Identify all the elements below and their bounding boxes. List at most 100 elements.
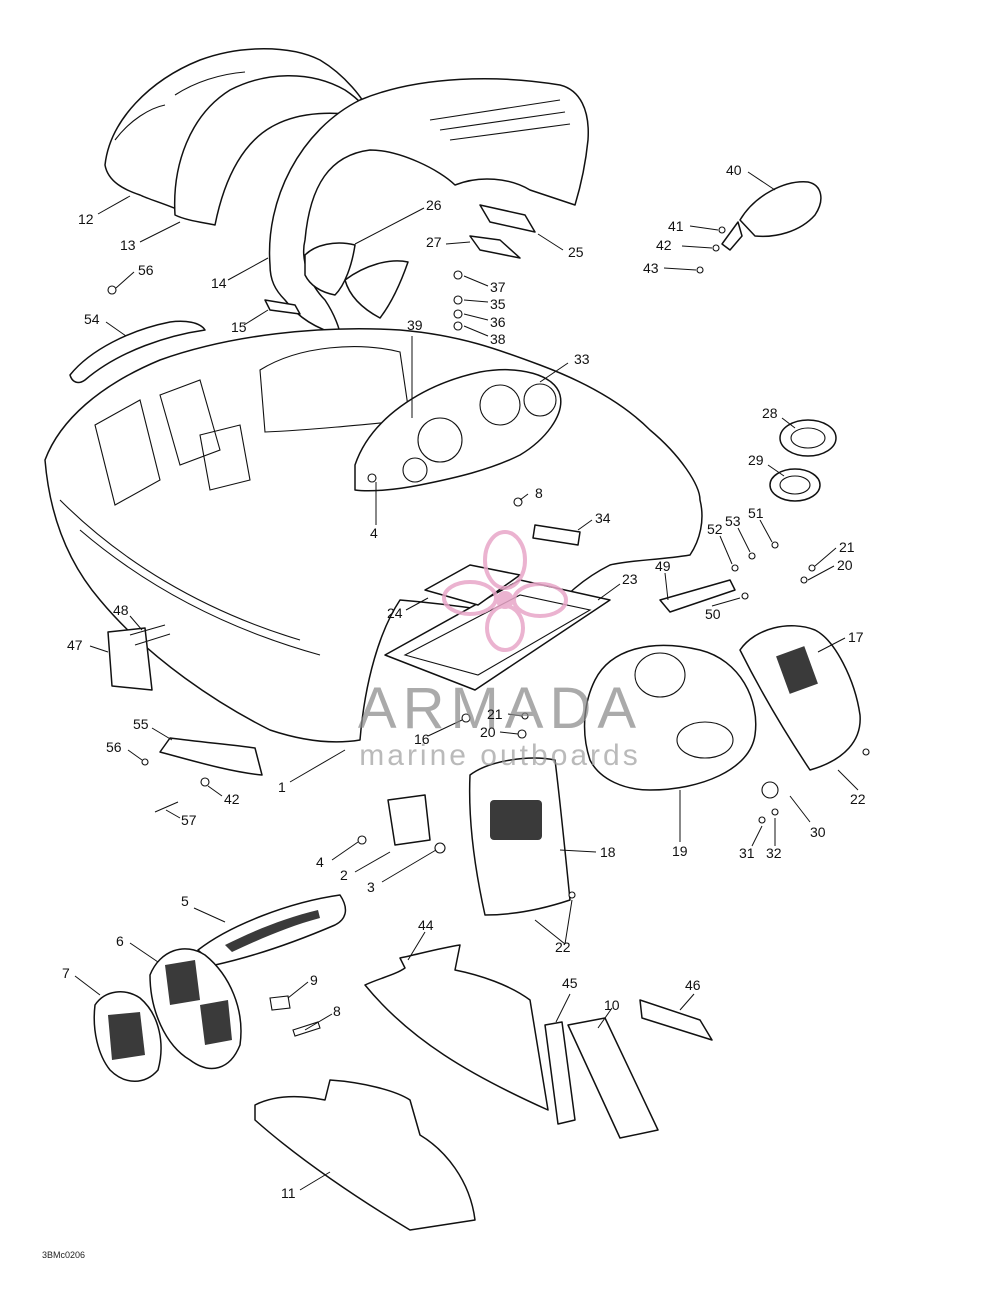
part-22-plug-left xyxy=(568,891,576,899)
callout-9: 9 xyxy=(310,972,318,988)
leader-53 xyxy=(737,527,751,553)
callout-13: 13 xyxy=(120,237,136,253)
part-9-clip xyxy=(269,995,291,1011)
callout-29: 29 xyxy=(748,452,764,468)
leader-34 xyxy=(577,519,593,531)
part-34-strip xyxy=(532,524,581,546)
part-4-washer xyxy=(357,835,367,845)
part-33-gauge-2 xyxy=(479,384,521,426)
callout-5: 5 xyxy=(181,893,189,909)
callout-22: 22 xyxy=(850,791,866,807)
leader-10 xyxy=(597,1007,613,1029)
leader-55 xyxy=(151,727,173,741)
callout-18: 18 xyxy=(600,844,616,860)
leader-22b xyxy=(534,919,566,945)
callout-33: 33 xyxy=(574,351,590,367)
leader-52 xyxy=(719,535,733,565)
part-19-upper-port xyxy=(634,652,686,698)
leader-21a xyxy=(814,547,837,567)
leader-30 xyxy=(789,795,811,823)
callout-20: 20 xyxy=(837,557,853,573)
drawing-code: 3BMc0206 xyxy=(42,1250,85,1260)
part-4-nut-upper xyxy=(367,473,377,483)
part-27-clip xyxy=(469,235,521,259)
callout-24: 24 xyxy=(387,605,403,621)
leader-37 xyxy=(463,275,489,287)
part-33-gauge-1 xyxy=(417,417,463,463)
leader-4a xyxy=(331,841,359,861)
leader-27 xyxy=(445,241,471,245)
callout-56: 56 xyxy=(138,262,154,278)
callout-57: 57 xyxy=(181,812,197,828)
part-52-washer xyxy=(731,564,739,572)
part-36-washer xyxy=(453,309,463,319)
leader-41 xyxy=(689,225,719,231)
callout-11: 11 xyxy=(281,1185,296,1201)
leader-47 xyxy=(89,645,109,653)
leader-56b xyxy=(127,749,143,761)
leader-51 xyxy=(759,519,773,543)
part-38-nut xyxy=(453,321,463,331)
part-49-bracket xyxy=(659,579,736,613)
part-3-washer xyxy=(434,842,446,854)
leader-31 xyxy=(751,825,763,847)
leader-lines xyxy=(74,171,859,1191)
part-2-plate xyxy=(387,794,431,846)
part-44-seal xyxy=(364,944,549,1111)
part-20-washer-right xyxy=(800,576,808,584)
part-56-nut-lower xyxy=(141,758,149,766)
leader-22a xyxy=(837,769,859,791)
part-46-strip xyxy=(639,999,713,1041)
part-29-gasket-inner xyxy=(779,475,811,495)
callout-8: 8 xyxy=(333,1003,341,1019)
leader-17 xyxy=(817,637,846,653)
part-6-mesh xyxy=(165,960,232,1045)
callout-50: 50 xyxy=(705,606,721,622)
part-50-nut xyxy=(741,592,749,600)
callout-17: 17 xyxy=(848,629,864,645)
leader-23 xyxy=(597,583,621,601)
leader-3 xyxy=(381,849,437,883)
part-10-panel xyxy=(567,1017,659,1139)
callout-16: 16 xyxy=(414,731,430,747)
callout-35: 35 xyxy=(490,296,506,312)
callout-3: 3 xyxy=(367,879,375,895)
callout-54: 54 xyxy=(84,311,100,327)
callout-42: 42 xyxy=(224,791,240,807)
leader-12 xyxy=(97,195,131,215)
leader-21b xyxy=(507,713,523,717)
part-18-grille xyxy=(490,800,542,840)
part-51-bolt xyxy=(771,541,779,549)
part-17-side-panel xyxy=(739,625,861,771)
part-42-washer-lower xyxy=(200,777,210,787)
leader-26 xyxy=(354,207,425,245)
part-43-screw xyxy=(696,266,704,274)
callout-42: 42 xyxy=(656,237,672,253)
watermark-brand: ARMADA xyxy=(358,676,642,741)
leader-20b xyxy=(499,731,519,735)
part-56-nut-top xyxy=(107,285,117,295)
callout-12: 12 xyxy=(78,211,94,227)
callout-23: 23 xyxy=(622,571,638,587)
leader-13 xyxy=(139,221,181,243)
leader-45 xyxy=(555,993,571,1023)
part-37-bolt xyxy=(453,270,463,280)
callout-30: 30 xyxy=(810,824,826,840)
part-32-washer xyxy=(771,808,779,816)
callout-2: 2 xyxy=(340,867,348,883)
watermark-emblem-icon xyxy=(442,530,568,652)
callout-48: 48 xyxy=(113,602,129,618)
part-21-screw-right xyxy=(808,564,816,572)
callout-55: 55 xyxy=(133,716,149,732)
callout-21: 21 xyxy=(839,539,855,555)
part-35-washer xyxy=(453,295,463,305)
part-27-trim xyxy=(344,260,409,319)
callout-32: 32 xyxy=(766,845,782,861)
callout-49: 49 xyxy=(655,558,671,574)
leader-49 xyxy=(664,572,669,601)
leader-54 xyxy=(105,321,127,337)
part-40-mirror xyxy=(739,181,822,238)
leader-15 xyxy=(243,309,269,326)
callout-1: 1 xyxy=(278,779,286,795)
